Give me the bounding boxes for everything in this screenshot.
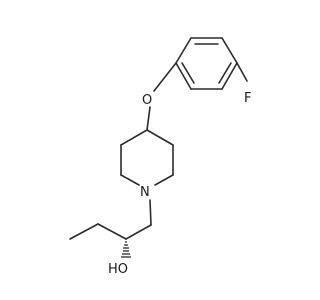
fluorine-label: F: [244, 91, 251, 106]
bond: [221, 37, 238, 64]
bond: [175, 37, 192, 64]
bond-c-f: [236, 62, 248, 82]
bond-o-c4: [146, 106, 151, 131]
bond-ethyl: [69, 223, 99, 240]
bond: [146, 129, 174, 146]
bond: [175, 62, 192, 90]
bond: [221, 62, 238, 90]
bond: [120, 129, 148, 146]
oxygen-label: O: [142, 93, 152, 108]
bond-n-ch2: [149, 199, 152, 226]
bond-choh-ethyl: [97, 223, 127, 240]
piperidine-ring: [120, 129, 174, 186]
double-bond: [181, 62, 195, 84]
bond-aryl-o: [153, 62, 177, 92]
hashed-wedge-bond: [121, 241, 131, 258]
nitrogen-label: N: [140, 185, 150, 200]
chemical-structure: F O N HO: [69, 37, 251, 277]
bond-ch2-choh: [125, 224, 152, 240]
fluorophenyl-ring: [175, 37, 248, 90]
double-bond: [218, 62, 232, 84]
bond: [154, 174, 174, 186]
bond: [120, 174, 140, 186]
hydroxyl-label: HO: [108, 262, 128, 277]
